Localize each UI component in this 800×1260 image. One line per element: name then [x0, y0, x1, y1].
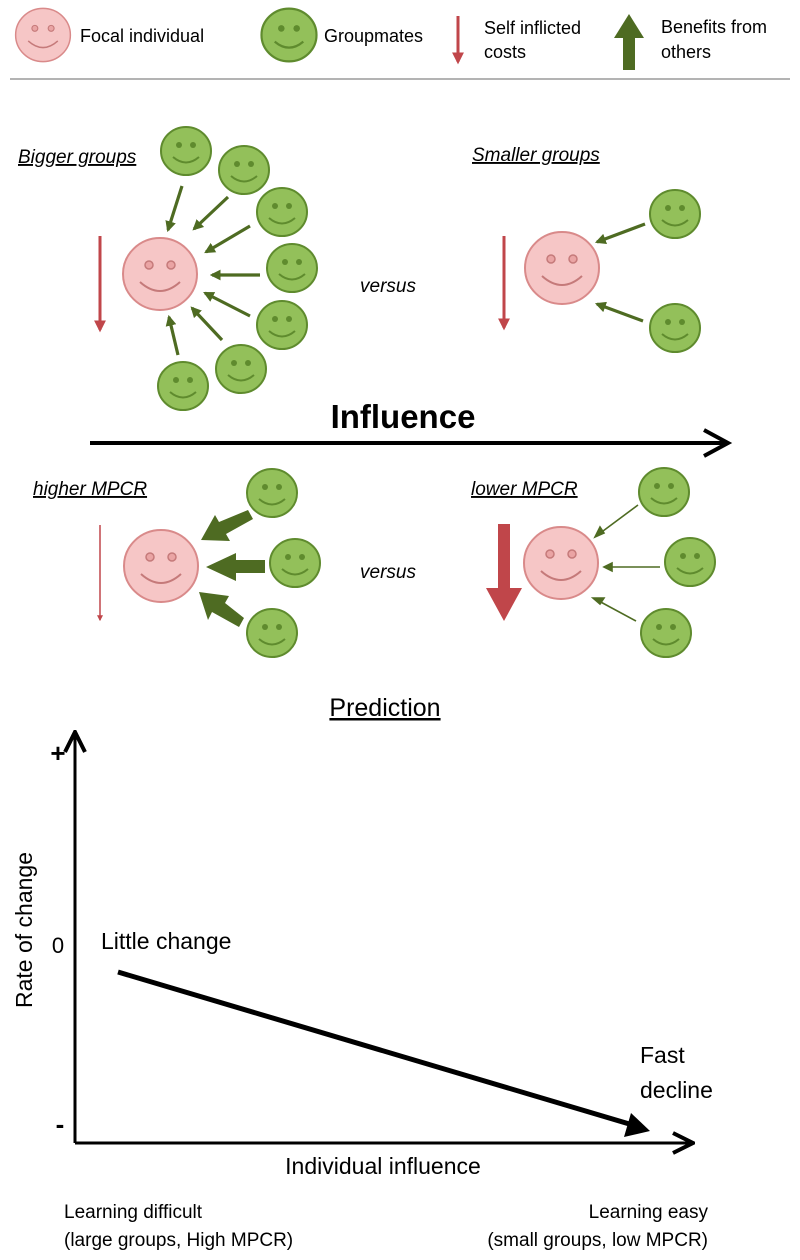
groupmate — [266, 243, 318, 293]
groupmate — [269, 538, 321, 588]
legend-benefit-arrow-icon — [614, 14, 644, 70]
groupmate — [256, 187, 308, 237]
groupmate — [157, 361, 209, 411]
lower-mpcr-label: lower MPCR — [471, 479, 578, 500]
legend-benefits-label-line1: Benefits from — [661, 17, 767, 37]
caption-left-line2: (large groups, High MPCR) — [64, 1230, 293, 1251]
influence-arrowhead — [703, 428, 733, 458]
groupmate — [215, 344, 267, 394]
panel-higher-mpcr: higher MPCR — [33, 468, 321, 658]
legend-groupmate-icon — [260, 7, 318, 63]
focal-individual-bigger — [122, 237, 198, 311]
legend-costs-label-line1: Self inflicted — [484, 18, 581, 38]
benefit-arrows-bigger — [165, 185, 260, 356]
groupmate — [649, 303, 701, 353]
groupmate — [664, 537, 716, 587]
prediction-title: Prediction — [329, 694, 440, 722]
panel-bigger-groups: Bigger groups — [18, 126, 318, 411]
annotation-fast-line1: Fast — [640, 1042, 685, 1068]
groupmate — [256, 300, 308, 350]
prediction-line — [117, 969, 637, 1129]
benefit-arrows-higher-mpcr — [199, 510, 265, 627]
legend-groupmates-label: Groupmates — [324, 26, 423, 46]
versus-bottom: versus — [360, 562, 416, 583]
legend-focal-label: Focal individual — [80, 26, 204, 46]
cost-arrow-lower-mpcr — [486, 524, 522, 621]
y-tick-zero: 0 — [52, 933, 64, 958]
caption-right-line2: (small groups, low MPCR) — [487, 1230, 708, 1251]
groupmate — [649, 189, 701, 239]
bigger-groups-label: Bigger groups — [18, 147, 137, 168]
panel-lower-mpcr: lower MPCR — [471, 467, 716, 658]
caption-left-line1: Learning difficult — [64, 1202, 203, 1223]
legend-benefits-label-line2: others — [661, 42, 711, 62]
x-axis-label: Individual influence — [285, 1153, 481, 1179]
panel-smaller-groups: Smaller groups — [472, 145, 701, 353]
annotation-little-change: Little change — [101, 928, 231, 954]
benefit-arrows-lower-mpcr — [590, 504, 660, 622]
caption-right-line1: Learning easy — [589, 1202, 709, 1223]
versus-top: versus — [360, 276, 416, 297]
groupmate — [246, 468, 298, 518]
focal-individual-lower-mpcr — [523, 526, 599, 600]
prediction-plot: + 0 - Rate of change Individual influenc… — [11, 732, 713, 1251]
groupmate — [246, 608, 298, 658]
smaller-groups-label: Smaller groups — [472, 145, 600, 166]
groupmate — [640, 608, 692, 658]
annotation-decline-line2: decline — [640, 1077, 713, 1103]
prediction-line-arrowhead — [624, 1113, 650, 1137]
groupmate — [160, 126, 212, 176]
y-tick-plus: + — [50, 738, 65, 768]
groupmate — [218, 145, 270, 195]
y-tick-minus: - — [56, 1109, 65, 1139]
legend: Focal individual Groupmates Self inflict… — [14, 7, 767, 70]
legend-focal-icon — [14, 7, 72, 63]
focal-individual-smaller — [524, 231, 600, 305]
y-axis-label: Rate of change — [11, 852, 37, 1008]
benefit-arrows-smaller — [594, 222, 646, 323]
higher-mpcr-label: higher MPCR — [33, 479, 147, 500]
legend-costs-label-line2: costs — [484, 42, 526, 62]
focal-individual-higher-mpcr — [123, 529, 199, 603]
influence-label: Influence — [331, 398, 476, 435]
groupmate — [638, 467, 690, 517]
